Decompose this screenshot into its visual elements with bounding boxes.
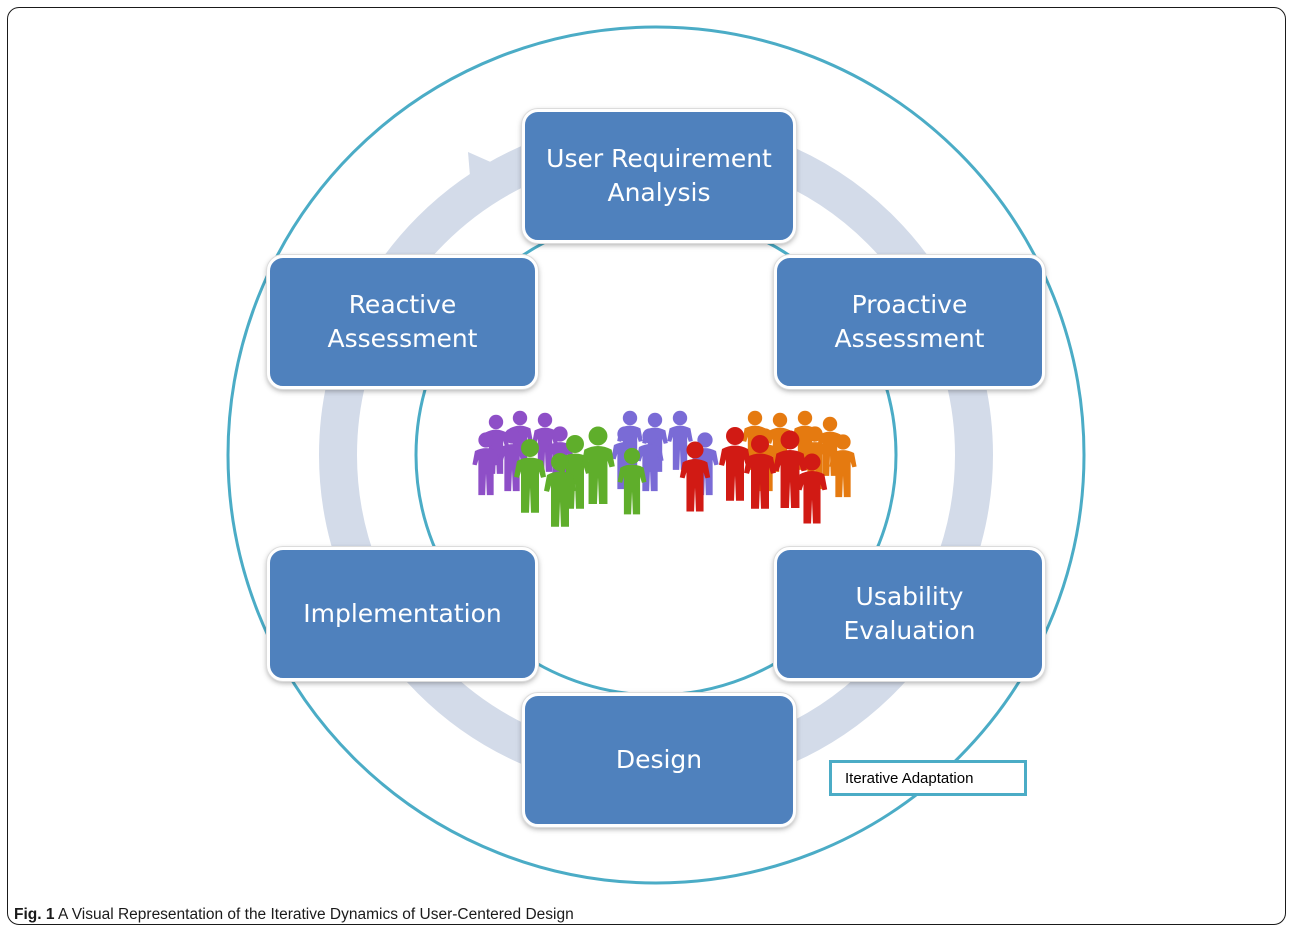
outer-circle (226, 25, 1086, 885)
person-figure (472, 432, 500, 496)
person-figure (796, 453, 828, 524)
iterative-adaptation-label: Iterative Adaptation (829, 760, 1027, 796)
stage-implementation: Implementation (267, 547, 538, 681)
stage-proactive-assessment: Proactive Assessment (774, 255, 1045, 389)
person-figure (581, 426, 615, 505)
person-figure (667, 410, 693, 470)
person-figure (544, 453, 576, 527)
stage-design: Design (522, 693, 796, 827)
person-figure (773, 430, 807, 509)
person-figure (617, 447, 647, 515)
person-figure (514, 439, 546, 513)
person-figure (829, 434, 857, 498)
iterative-adaptation-text: Iterative Adaptation (845, 769, 974, 787)
crowd-of-people-icon (472, 410, 857, 527)
stage-reactive-assessment: Reactive Assessment (267, 255, 538, 389)
stage-usability-evaluation: Usability Evaluation (774, 547, 1045, 681)
person-figure (719, 427, 751, 501)
figure-caption: Fig. 1 A Visual Representation of the It… (14, 906, 574, 924)
caption-text: A Visual Representation of the Iterative… (57, 906, 574, 923)
person-figure (679, 441, 711, 512)
stage-user-requirement-analysis: User Requirement Analysis (522, 109, 796, 243)
person-figure (744, 435, 776, 509)
figure-frame (7, 7, 1286, 925)
caption-label: Fig. 1 (14, 906, 55, 923)
person-figure (498, 428, 526, 492)
